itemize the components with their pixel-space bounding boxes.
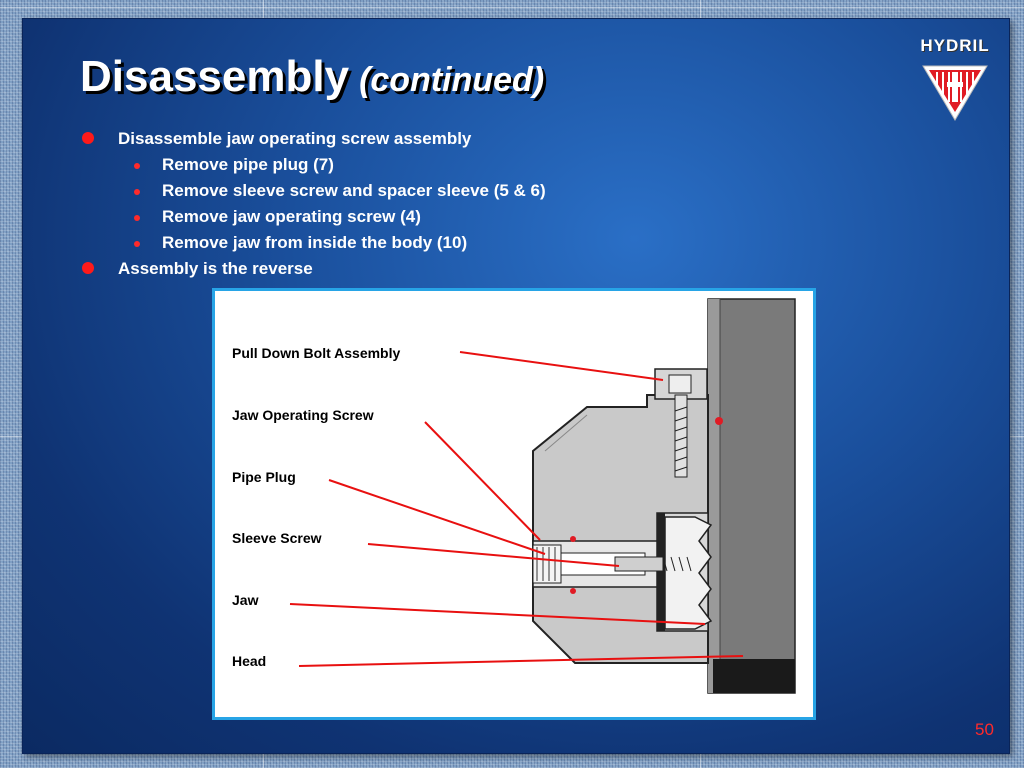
sub-bullet-item: Remove pipe plug (7) [80, 152, 880, 178]
page-number: 50 [975, 720, 994, 739]
sub-bullet-dot [134, 189, 140, 195]
sub-bullet-dot [134, 163, 140, 169]
head-plate [713, 659, 795, 693]
slide: Disassembly(continued) HYDRIL Disassembl… [22, 18, 1010, 754]
jaw-assembly-drawing [289, 298, 796, 694]
sub-bullet-text: Remove jaw from inside the body (10) [162, 233, 468, 252]
hydril-logo: HYDRIL [915, 36, 995, 124]
leader-line [367, 543, 620, 567]
sub-bullet-item: Remove sleeve screw and spacer sleeve (5… [80, 178, 880, 204]
title-subtitle: (continued) [359, 61, 545, 99]
bullet-list: Disassemble jaw operating screw assembly… [80, 126, 880, 282]
sub-bullet-text: Remove pipe plug (7) [162, 155, 334, 174]
callout-jaw: Jaw [232, 592, 259, 608]
jaw-assembly-diagram: Pull Down Bolt Assembly Jaw Operating Sc… [212, 288, 816, 720]
slide-title: Disassembly(continued) [80, 52, 544, 102]
sub-bullet-item: Remove jaw operating screw (4) [80, 204, 880, 230]
leader-line [424, 421, 541, 541]
body-wall [707, 298, 796, 694]
sub-bullet-dot [134, 241, 140, 247]
jaw [664, 516, 713, 630]
callout-pipe-plug: Pipe Plug [232, 469, 296, 485]
callout-pull-down-bolt-assembly: Pull Down Bolt Assembly [232, 345, 401, 361]
logo-text: HYDRIL [920, 36, 990, 55]
callout-head: Head [232, 653, 267, 669]
fabric-seam [0, 7, 1024, 8]
sub-bullet-text: Remove sleeve screw and spacer sleeve (5… [162, 181, 546, 200]
leader-line [289, 603, 706, 625]
leader-line [328, 479, 546, 555]
jaw-operating-screw [614, 556, 664, 572]
bullet-text: Disassemble jaw operating screw assembly [118, 129, 472, 148]
title-main: Disassembly [80, 52, 350, 101]
sub-bullet-item: Remove jaw from inside the body (10) [80, 230, 880, 256]
bullet-item: Assembly is the reverse [80, 256, 880, 282]
hydril-shield-icon [922, 65, 988, 121]
sub-bullet-dot [134, 215, 140, 221]
bullet-text: Assembly is the reverse [118, 259, 313, 278]
leader-line [459, 351, 664, 381]
callout-jaw-operating-screw: Jaw Operating Screw [232, 407, 374, 423]
callout-sleeve-screw: Sleeve Screw [232, 530, 322, 546]
bullet-dot [82, 262, 94, 274]
leader-lines [289, 351, 744, 667]
bullet-item: Disassemble jaw operating screw assembly [80, 126, 880, 152]
leader-line [298, 655, 744, 667]
sub-bullet-text: Remove jaw operating screw (4) [162, 207, 421, 226]
bullet-dot [82, 132, 94, 144]
